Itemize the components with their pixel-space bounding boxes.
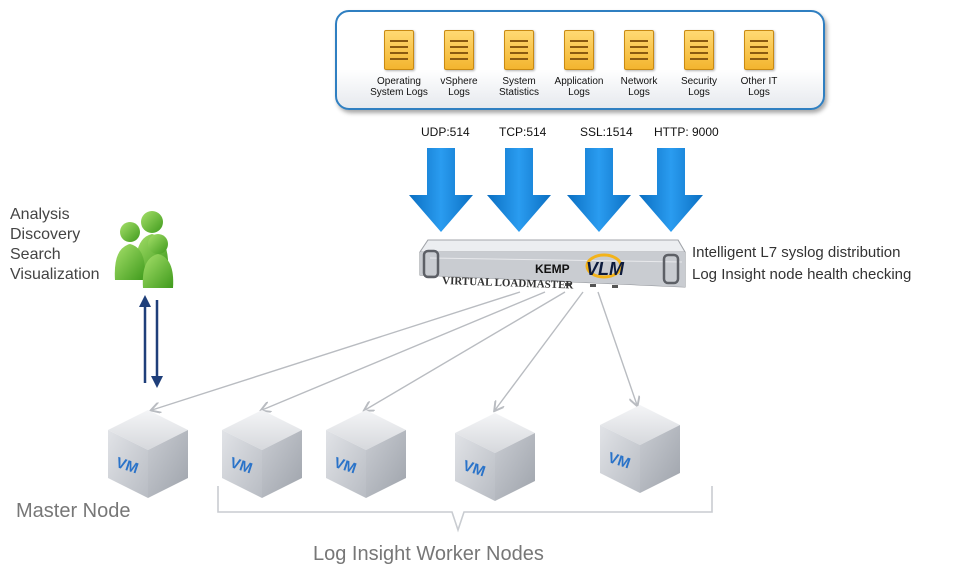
vm-badge: VM [332, 454, 359, 477]
arrow-down-icon [567, 148, 631, 232]
arrow-down-icon [639, 148, 703, 232]
vm-badge: VM [114, 454, 141, 477]
log-file-icon [504, 30, 534, 70]
master-sync-arrows [139, 295, 163, 388]
arrow-down-icon [409, 148, 473, 232]
master-node-label: Master Node [16, 500, 131, 522]
users-icon [114, 211, 174, 288]
log-source-application: Application Logs [547, 30, 611, 98]
log-file-icon [384, 30, 414, 70]
user-action-item: Analysis [10, 206, 70, 223]
user-action-item: Visualization [10, 266, 100, 283]
log-source-network: Network Logs [607, 30, 671, 98]
load-balancer-appliance [419, 239, 686, 288]
log-source-vsphere: vSphere Logs [427, 30, 491, 98]
lb-brand-text: KEMP [535, 262, 570, 276]
vm-badge: VM [606, 449, 633, 472]
port-udp-label: UDP:514 [421, 125, 470, 139]
log-file-icon [684, 30, 714, 70]
vm-worker-node-2 [326, 410, 406, 498]
log-source-other-it: Other IT Logs [727, 30, 791, 98]
log-file-icon [624, 30, 654, 70]
log-file-icon [444, 30, 474, 70]
log-source-label: Operating System Logs [370, 76, 428, 98]
log-source-label: vSphere Logs [440, 76, 478, 98]
protocol-arrows [409, 148, 703, 232]
port-tcp-label: TCP:514 [499, 125, 547, 139]
arrow-down-icon [151, 376, 163, 388]
port-http-label: HTTP: 9000 [654, 125, 719, 139]
user-action-item: Discovery [10, 226, 81, 243]
arrow-up-icon [139, 295, 151, 307]
log-source-label: Network Logs [620, 76, 658, 98]
log-sources-panel: Operating System Logs vSphere Logs Syste… [335, 10, 825, 110]
vm-badge: VM [228, 454, 255, 477]
log-source-system-stats: System Statistics [487, 30, 551, 98]
lb-product-text: VLM [586, 259, 625, 279]
vm-badge: VM [461, 457, 488, 480]
arrow-down-icon [487, 148, 551, 232]
log-source-label: System Statistics [498, 76, 539, 98]
user-action-item: Search [10, 246, 61, 263]
worker-nodes-bracket [217, 486, 713, 533]
log-source-os: Operating System Logs [367, 30, 431, 98]
vm-worker-node-3 [455, 413, 535, 501]
log-source-label: Application Logs [554, 76, 604, 98]
vm-worker-node-1 [222, 410, 302, 498]
lb-nameplate-text: VIRTUAL LOADMASTER [442, 275, 575, 292]
port-ssl-label: SSL:1514 [580, 125, 633, 139]
vm-worker-node-4 [600, 405, 680, 493]
log-source-security: Security Logs [667, 30, 731, 98]
log-file-icon [744, 30, 774, 70]
user-actions-list: Analysis Discovery Search Visualization [10, 205, 100, 285]
log-source-label: Security Logs [680, 76, 718, 98]
log-file-icon [564, 30, 594, 70]
load-balancer-notes: Intelligent L7 syslog distribution Log I… [692, 244, 912, 283]
worker-nodes-label: Log Insight Worker Nodes [313, 543, 544, 565]
distribution-lines [152, 291, 637, 410]
vm-master-node [108, 410, 188, 498]
log-source-label: Other IT Logs [740, 76, 778, 98]
